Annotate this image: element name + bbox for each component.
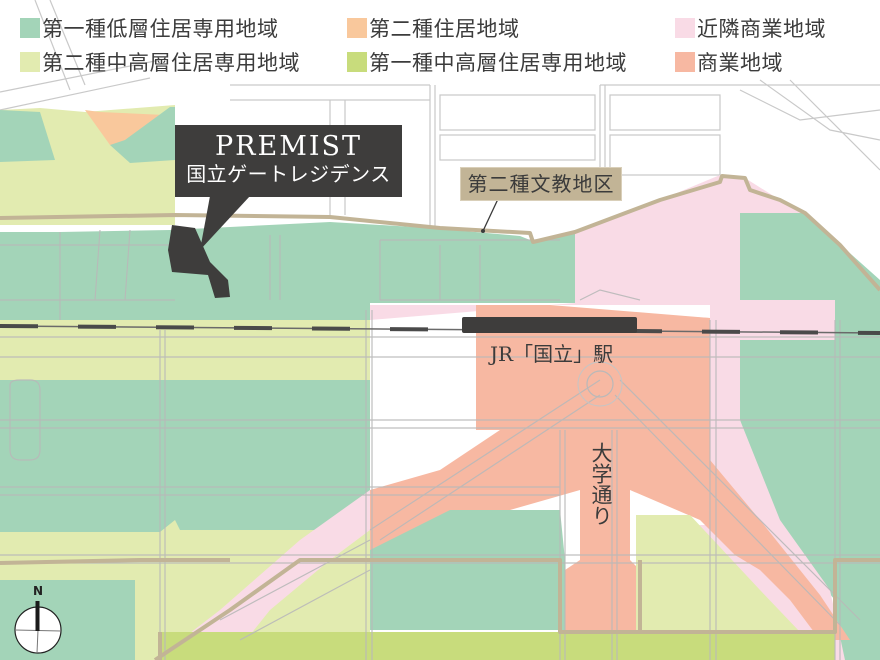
district-label-pointer-dot <box>481 229 485 233</box>
compass-north-label: N <box>32 584 44 598</box>
zone-low-rise-1-main <box>0 222 575 320</box>
station-label: JR「国立」駅 <box>490 342 614 366</box>
property-callout: PREMIST 国立ゲートレジデンス <box>175 125 402 197</box>
legend-swatch-icon <box>675 18 695 38</box>
north-compass: N <box>12 584 64 658</box>
legend-label: 第一種中高層住居専用地域 <box>369 51 627 75</box>
zone-mid-high-2-se <box>636 515 800 632</box>
property-subtitle: 国立ゲートレジデンス <box>186 162 391 186</box>
zone-commercial-core <box>476 305 710 430</box>
legend-swatch-icon <box>675 52 695 72</box>
roundabout-outer <box>577 361 623 407</box>
street-label-text: 大学通り <box>589 442 613 526</box>
zone-residential-2 <box>85 110 165 145</box>
legend-item-neighborhood-commercial: 近隣商業地域 <box>675 15 826 41</box>
legend-item-residential-2: 第二種住居地域 <box>347 15 520 41</box>
compass-rose-icon <box>14 601 62 654</box>
legend-item-mid-high-1: 第一種中高層住居専用地域 <box>347 49 627 75</box>
legend-swatch-icon <box>20 18 40 38</box>
property-name: PREMIST <box>214 131 363 162</box>
legend-swatch-icon <box>347 52 367 72</box>
zone-low-rise-1-south-center <box>370 510 565 630</box>
legend-swatch-icon <box>347 18 367 38</box>
zone-mid-high-1 <box>160 632 835 660</box>
district-label-pointer <box>482 198 499 232</box>
zone-low-rise-1-nw2 <box>110 107 175 163</box>
station-platform <box>462 317 637 333</box>
property-site-marker <box>168 225 230 298</box>
legend-label: 近隣商業地域 <box>697 17 826 41</box>
road-grid-north <box>0 0 880 230</box>
road-grid <box>0 229 880 660</box>
legend-label: 第二種中高層住居専用地域 <box>42 51 300 75</box>
railway-dashes <box>0 324 880 335</box>
legend-item-low-rise-1: 第一種低層住居専用地域 <box>20 15 279 41</box>
zone-low-rise-1-mid <box>0 380 370 532</box>
roundabout <box>586 370 614 398</box>
legend-label: 第一種低層住居専用地域 <box>42 17 279 41</box>
zone-low-rise-1-nw <box>0 110 55 162</box>
legend-item-commercial: 商業地域 <box>675 49 783 75</box>
legend-label: 第二種住居地域 <box>369 17 520 41</box>
district-label: 第二種文教地区 <box>460 167 622 201</box>
legend-item-mid-high-2: 第二種中高層住居専用地域 <box>20 49 300 75</box>
legend-swatch-icon <box>20 52 40 72</box>
callout-pointer <box>200 196 250 250</box>
street-label: 大学通り <box>588 442 613 532</box>
legend-label: 商業地域 <box>697 51 783 75</box>
zone-low-rise-1-east <box>740 213 880 660</box>
district-boundary <box>0 174 880 660</box>
zoning-legend: 第一種低層住居専用地域 第二種住居地域 近隣商業地域 第二種中高層住居専用地域 … <box>0 0 880 80</box>
